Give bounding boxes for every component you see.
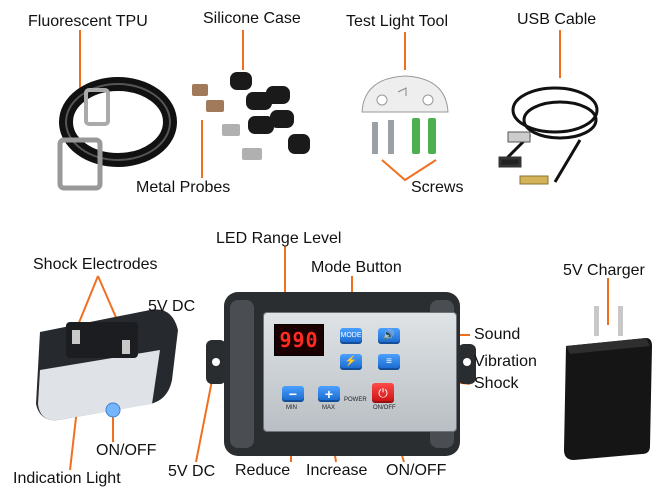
vibration-button[interactable]: ≡ — [378, 354, 400, 370]
shock-button[interactable]: ⚡ — [340, 354, 362, 370]
usb-cable-icon — [498, 86, 599, 185]
test-light-tool-icon — [361, 75, 449, 113]
label-reduce: Reduce — [235, 462, 291, 479]
power-button[interactable]: ⏻ — [372, 383, 394, 403]
label-on-off-collar: ON/OFF — [96, 442, 157, 459]
collar-receiver-icon — [36, 309, 178, 421]
label-5v-charger: 5V Charger — [563, 262, 645, 279]
min-text: MIN — [286, 405, 297, 411]
label-usb-cable: USB Cable — [517, 11, 597, 28]
label-indication-light: Indication Light — [13, 470, 121, 487]
increase-button[interactable]: + — [318, 386, 340, 402]
sound-button[interactable]: 🔊 — [378, 328, 400, 344]
label-5v-dc-box: 5V DC — [168, 463, 216, 480]
silicone-case-icon — [230, 72, 310, 154]
label-screws: Screws — [411, 179, 464, 196]
collar-strap-icon — [57, 77, 177, 191]
label-increase: Increase — [306, 462, 368, 479]
label-5v-dc-collar: 5V DC — [148, 298, 196, 315]
screw-icon — [372, 118, 436, 154]
label-test-light-tool: Test Light Tool — [346, 13, 448, 30]
charger-icon — [564, 306, 652, 460]
label-metal-probes: Metal Probes — [136, 179, 231, 196]
label-on-off-box: ON/OFF — [386, 462, 447, 479]
label-shock-electrodes: Shock Electrodes — [33, 256, 158, 273]
label-silicone-case: Silicone Case — [203, 10, 301, 27]
label-led-range-level: LED Range Level — [216, 230, 342, 247]
led-display: 990 — [274, 324, 324, 356]
label-sound: Sound — [474, 326, 521, 343]
label-fluorescent-tpu: Fluorescent TPU — [28, 13, 148, 30]
max-text: MAX — [322, 405, 336, 411]
power-text: POWER — [344, 397, 367, 403]
label-vibration: Vibration — [474, 353, 537, 370]
reduce-button[interactable]: − — [282, 386, 304, 402]
label-shock: Shock — [474, 375, 519, 392]
metal-probe-icon — [192, 84, 262, 160]
onoff-panel-text: ON/OFF — [373, 405, 396, 411]
label-mode-button: Mode Button — [311, 259, 402, 276]
mode-button[interactable]: MODE — [340, 328, 362, 344]
